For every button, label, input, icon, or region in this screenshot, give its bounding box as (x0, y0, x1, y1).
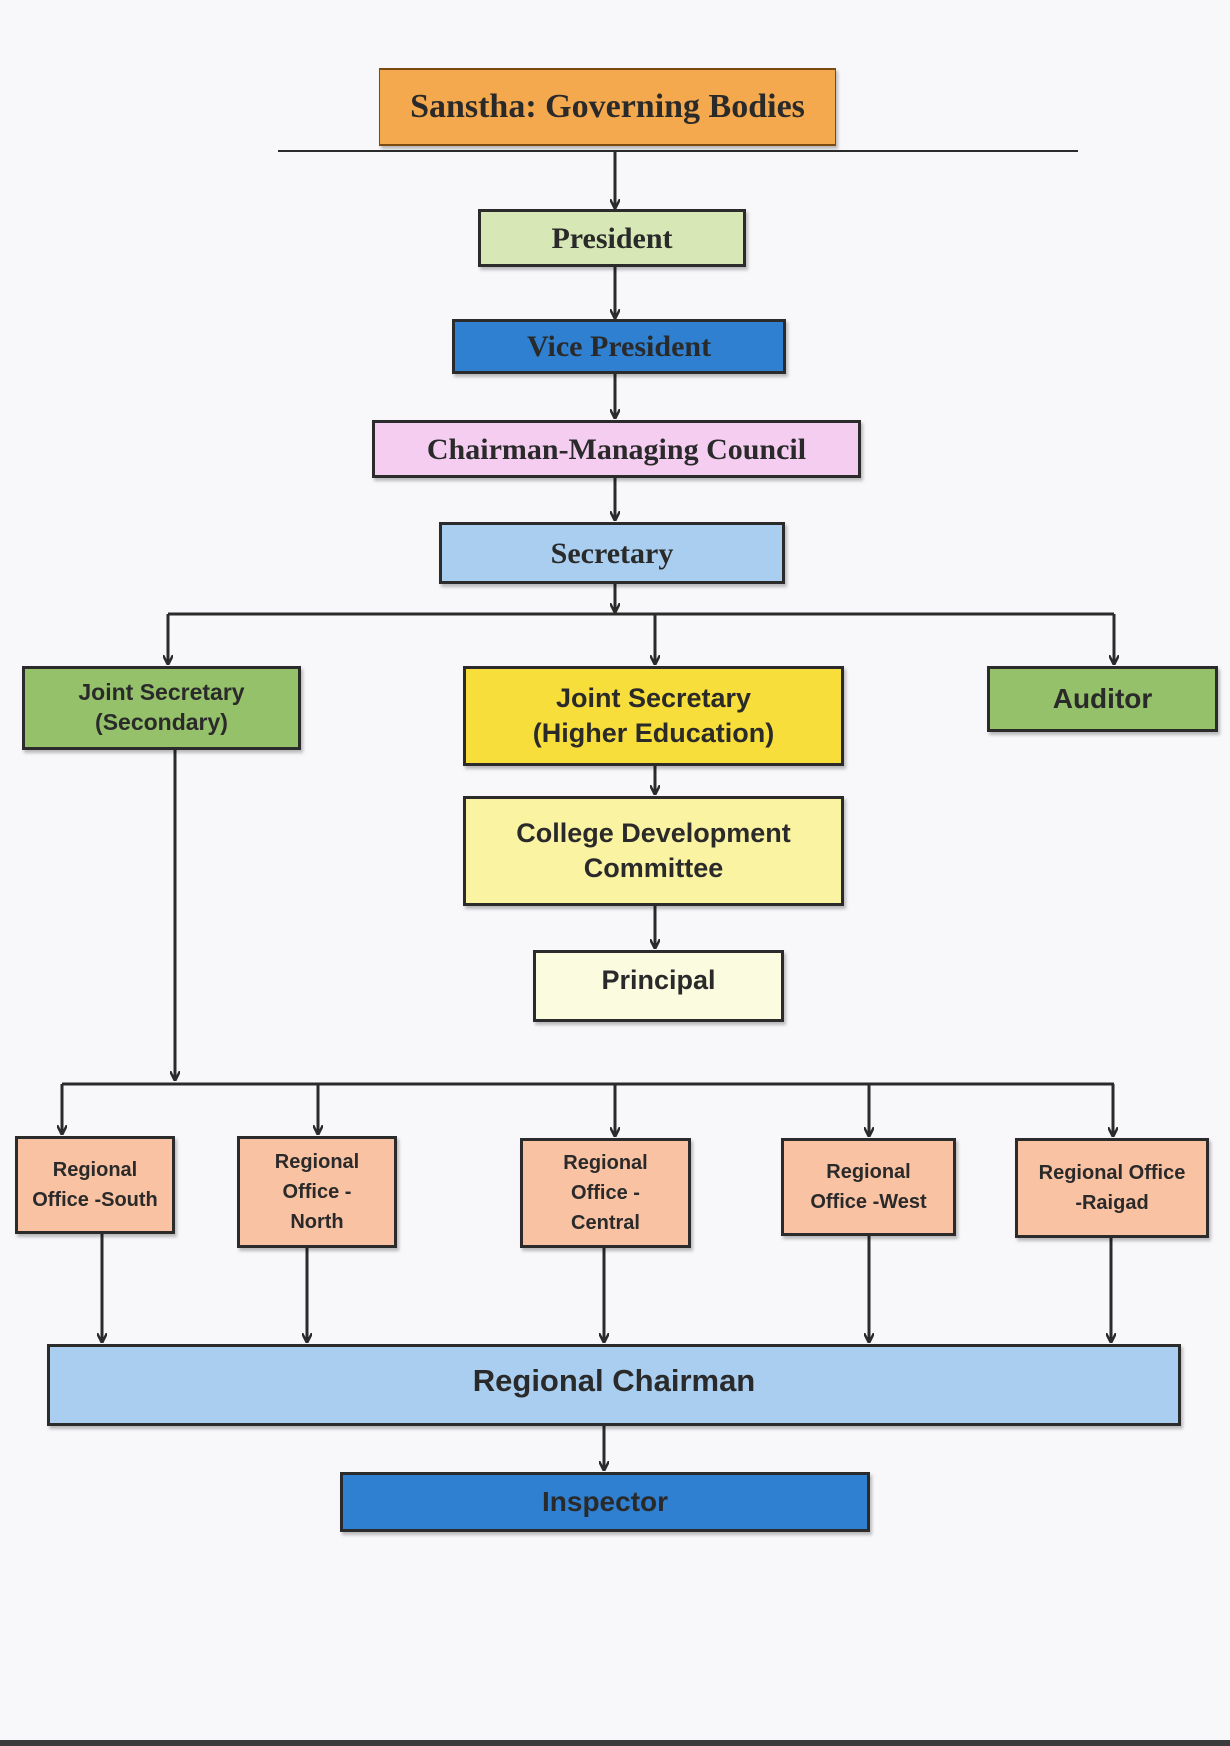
node-regional-office-central: Regional Office - Central (520, 1138, 691, 1248)
ro-north-line-1: Regional (274, 1151, 360, 1173)
node-joint-secretary-secondary: Joint Secretary (Secondary) (22, 666, 301, 750)
node-inspector-label: Inspector (541, 1485, 669, 1517)
node-joint-secretary-higher-education: Joint Secretary (Higher Education) (463, 666, 844, 766)
node-regional-chairman: Regional Chairman (47, 1344, 1181, 1426)
node-regional-chairman-label: Regional Chairman (472, 1363, 756, 1398)
page-title: Sanstha: Governing Bodies (410, 87, 805, 125)
node-chairman-managing-council: Chairman-Managing Council (372, 420, 861, 478)
ro-west-line-1: Regional (826, 1161, 911, 1183)
node-regional-office-north: Regional Office - North (237, 1136, 397, 1248)
joint-higher-line-2: (Higher Education) (532, 718, 775, 748)
node-inspector: Inspector (340, 1472, 870, 1532)
joint-secondary-line-2: (Secondary) (95, 709, 228, 735)
ro-central-line-2: Office - (571, 1182, 640, 1204)
joint-higher-line-1: Joint Secretary (555, 682, 752, 713)
node-vice-president: Vice President (452, 319, 786, 374)
node-auditor-label: Auditor (1052, 682, 1153, 714)
node-president-label: President (551, 221, 673, 255)
node-secretary: Secretary (439, 522, 785, 584)
cdc-line-2: Committee (583, 853, 724, 883)
node-principal-label: Principal (601, 965, 716, 995)
node-principal: Principal (533, 950, 784, 1022)
node-vice-president-label: Vice President (526, 330, 712, 363)
ro-west-line-2: Office -West (810, 1191, 927, 1213)
ro-south-line-2: Office -South (32, 1189, 158, 1211)
title-box: Sanstha: Governing Bodies (379, 68, 836, 146)
node-college-development-committee: College Development Committee (463, 796, 844, 906)
ro-north-line-2: Office - (282, 1181, 352, 1203)
node-chairman-label: Chairman-Managing Council (426, 432, 807, 466)
node-auditor: Auditor (987, 666, 1218, 732)
node-president: President (478, 209, 746, 267)
scan-bottom-edge (0, 1740, 1230, 1746)
node-regional-office-south: Regional Office -South (15, 1136, 175, 1234)
ro-raigad-line-2: -Raigad (1075, 1192, 1149, 1214)
ro-central-line-3: Central (571, 1212, 640, 1234)
title-underline (278, 150, 1078, 152)
ro-raigad-line-1: Regional Office (1038, 1162, 1186, 1184)
node-regional-office-west: Regional Office -West (781, 1138, 956, 1236)
ro-south-line-1: Regional (52, 1159, 138, 1181)
cdc-line-1: College Development (516, 817, 791, 848)
ro-north-line-3: North (290, 1211, 344, 1233)
node-regional-office-raigad: Regional Office -Raigad (1015, 1138, 1209, 1238)
joint-secondary-line-1: Joint Secretary (78, 679, 245, 706)
node-secretary-label: Secretary (550, 536, 674, 570)
ro-central-line-1: Regional (563, 1152, 648, 1174)
